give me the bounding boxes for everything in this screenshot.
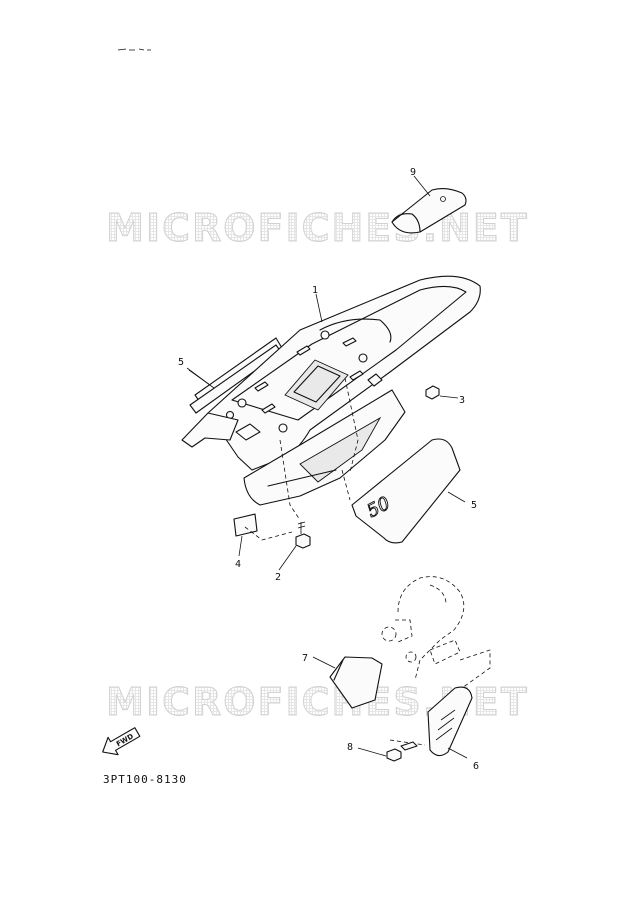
assembly-dashed-lines [244, 377, 359, 541]
callout-1: 1 [312, 285, 318, 296]
callout-5-right: 5 [471, 500, 477, 511]
callout-4: 4 [235, 559, 241, 570]
callout-3: 3 [459, 395, 465, 406]
part-6-footrest-plate [427, 686, 473, 757]
leader-lines [186, 293, 468, 759]
fwd-label: FWD [115, 732, 135, 748]
part-4-pad [233, 513, 258, 537]
part-8-bolt [386, 741, 418, 762]
part-code: 3PT100-8130 [103, 773, 187, 786]
callout-8: 8 [347, 742, 353, 753]
part-9-pad [391, 175, 467, 234]
part-7-guard [329, 656, 383, 709]
fwd-arrow-icon: FWD [102, 727, 141, 756]
callout-9: 9 [410, 167, 416, 178]
callout-5-left: 5 [178, 357, 184, 368]
part-1-rear-fender [181, 275, 481, 506]
callout-6: 6 [473, 761, 479, 772]
part-3-bolt [425, 385, 440, 400]
corner-scribble [117, 48, 151, 51]
callout-7: 7 [302, 653, 308, 664]
callout-2: 2 [275, 572, 281, 583]
part-5-right-decal: 50 [351, 438, 461, 544]
part-2-bolt [295, 521, 311, 549]
lower-frame-reference [381, 576, 491, 746]
